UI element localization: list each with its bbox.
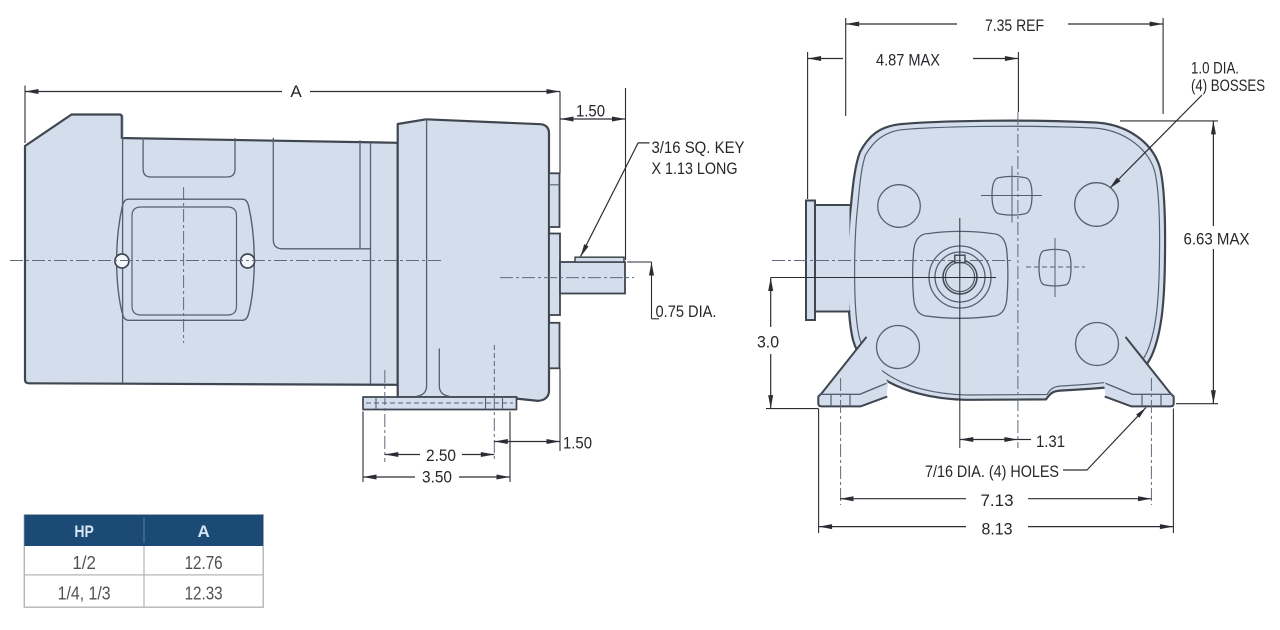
svg-text:HP: HP [74,522,94,541]
svg-text:1/2: 1/2 [72,552,96,573]
svg-text:1.50: 1.50 [563,433,592,452]
svg-text:A: A [197,522,209,541]
svg-text:2.50: 2.50 [426,446,456,465]
svg-text:X 1.13 LONG: X 1.13 LONG [652,159,738,178]
svg-text:A: A [290,82,302,101]
svg-text:1.31: 1.31 [1036,432,1065,451]
svg-text:(4) BOSSES: (4) BOSSES [1191,76,1265,95]
svg-text:3.0: 3.0 [757,333,779,352]
svg-text:4.87 MAX: 4.87 MAX [876,50,940,69]
svg-text:12.33: 12.33 [185,582,223,603]
svg-text:3.50: 3.50 [422,468,452,487]
svg-text:0.75 DIA.: 0.75 DIA. [656,302,717,321]
svg-text:7.35 REF: 7.35 REF [985,16,1044,35]
svg-text:6.63 MAX: 6.63 MAX [1184,230,1250,249]
svg-text:8.13: 8.13 [982,519,1013,538]
svg-text:7/16 DIA. (4) HOLES: 7/16 DIA. (4) HOLES [925,462,1059,481]
svg-text:7.13: 7.13 [981,491,1014,510]
svg-text:3/16 SQ. KEY: 3/16 SQ. KEY [652,138,745,157]
svg-text:1/4, 1/3: 1/4, 1/3 [58,582,111,603]
svg-text:1.50: 1.50 [576,102,605,121]
svg-text:12.76: 12.76 [185,552,223,573]
svg-text:1.0 DIA.: 1.0 DIA. [1191,58,1239,77]
